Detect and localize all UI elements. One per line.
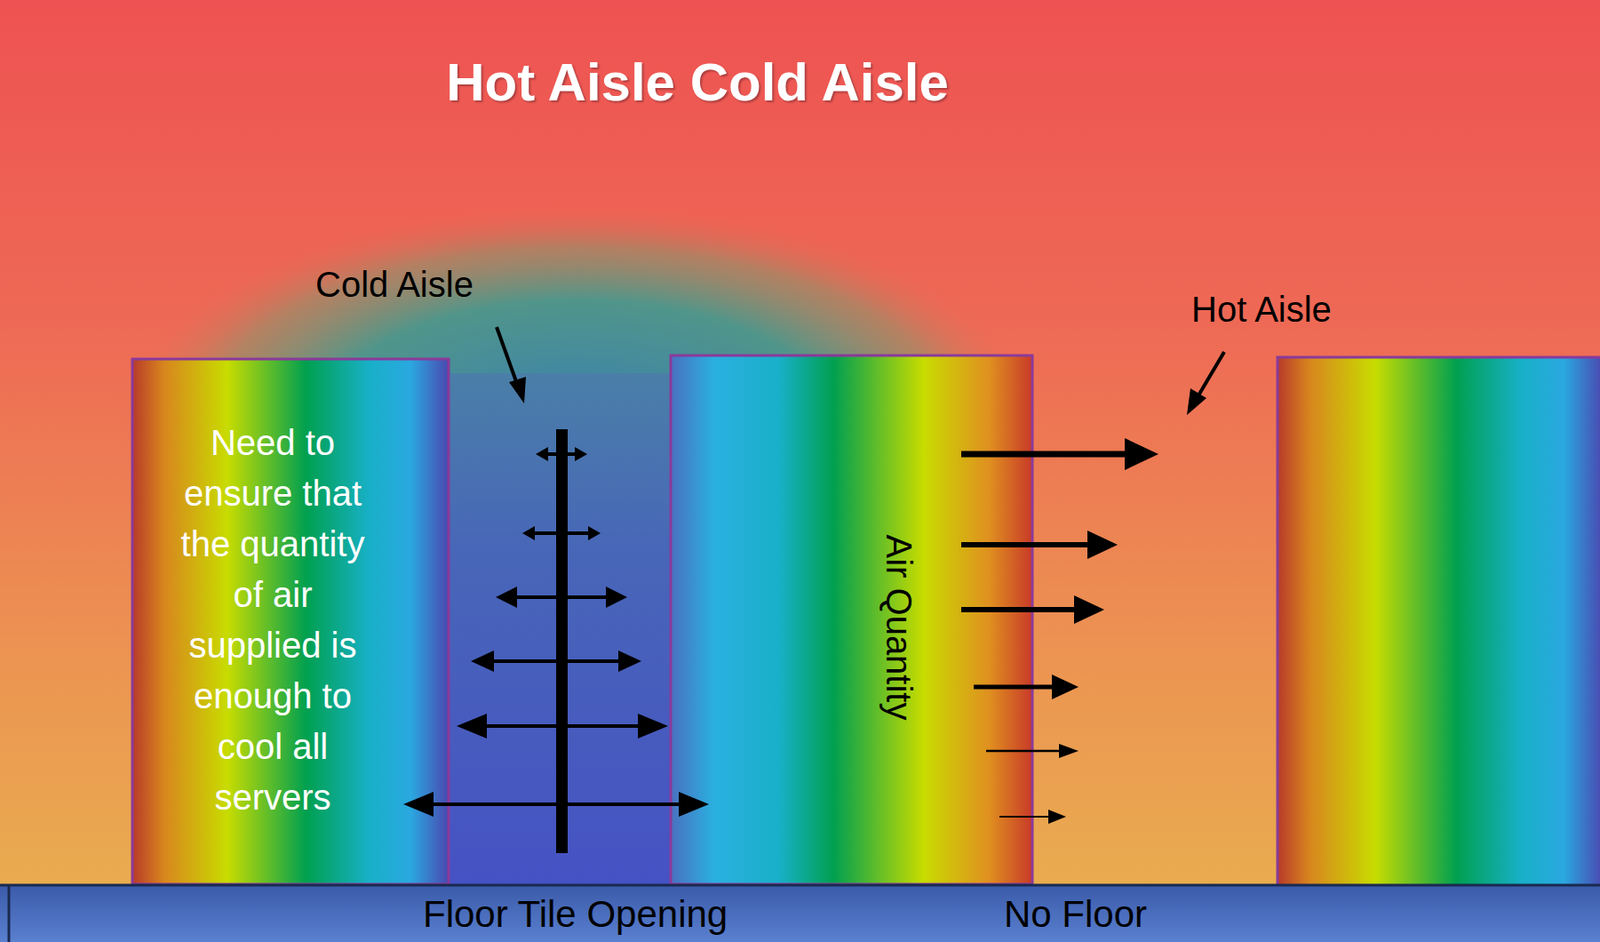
aisle-label: Cold Aisle: [315, 264, 474, 305]
diagram-title: Hot Aisle Cold Aisle: [0, 51, 1395, 113]
floor-label: No Floor: [1003, 892, 1147, 936]
rack-label: Air Quantity: [878, 534, 919, 721]
server-rack: Air Quantity: [670, 355, 1033, 884]
aisle-label: Hot Aisle: [1191, 289, 1332, 330]
server-rack: Need to ensure that the quantity of air …: [132, 358, 449, 884]
floor-label: Floor Tile Opening: [422, 892, 728, 936]
rack-note: Need to ensure that the quantity of air …: [166, 417, 380, 823]
